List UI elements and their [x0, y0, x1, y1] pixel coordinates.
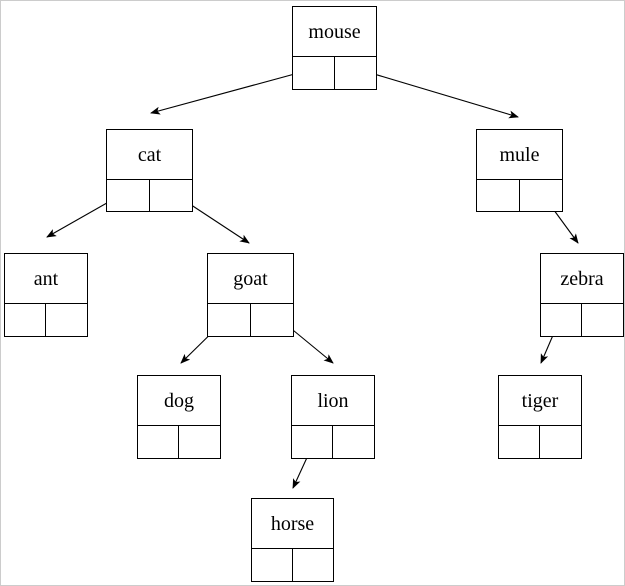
right-pointer-cell-dog[interactable] [179, 426, 220, 458]
edge-mouse-to-cat [150, 68, 314, 115]
node-pointers-dog [138, 426, 220, 458]
left-pointer-cell-tiger[interactable] [499, 426, 540, 458]
left-pointer-cell-mule[interactable] [477, 180, 520, 211]
node-label-cat: cat [107, 130, 192, 180]
node-label-lion: lion [292, 376, 374, 426]
right-pointer-cell-mouse[interactable] [335, 57, 377, 89]
node-pointers-mouse [293, 57, 376, 89]
node-pointers-ant [5, 304, 87, 336]
node-label-goat: goat [208, 254, 293, 304]
right-pointer-cell-ant[interactable] [46, 304, 87, 336]
left-pointer-cell-mouse[interactable] [293, 57, 335, 89]
node-pointers-zebra [541, 304, 623, 336]
right-pointer-cell-goat[interactable] [251, 304, 294, 336]
node-pointers-cat [107, 180, 192, 211]
tree-node-dog[interactable]: dog [137, 375, 221, 459]
tree-node-mouse[interactable]: mouse [292, 6, 377, 90]
tree-node-goat[interactable]: goat [207, 253, 294, 337]
tree-node-ant[interactable]: ant [4, 253, 88, 337]
left-pointer-cell-zebra[interactable] [541, 304, 582, 336]
node-pointers-lion [292, 426, 374, 458]
right-pointer-cell-tiger[interactable] [540, 426, 581, 458]
left-pointer-cell-cat[interactable] [107, 180, 150, 211]
left-pointer-cell-horse[interactable] [252, 549, 293, 581]
left-pointer-cell-dog[interactable] [138, 426, 179, 458]
node-label-mouse: mouse [293, 7, 376, 57]
node-label-tiger: tiger [499, 376, 581, 426]
node-pointers-mule [477, 180, 562, 211]
edge-mouse-to-mule [353, 67, 519, 119]
node-label-mule: mule [477, 130, 562, 180]
right-pointer-cell-horse[interactable] [293, 549, 334, 581]
right-pointer-cell-mule[interactable] [520, 180, 563, 211]
left-pointer-cell-lion[interactable] [292, 426, 333, 458]
node-label-dog: dog [138, 376, 220, 426]
tree-node-zebra[interactable]: zebra [540, 253, 624, 337]
tree-node-horse[interactable]: horse [251, 498, 334, 582]
tree-node-mule[interactable]: mule [476, 129, 563, 212]
node-pointers-goat [208, 304, 293, 336]
left-pointer-cell-goat[interactable] [208, 304, 251, 336]
node-label-horse: horse [252, 499, 333, 549]
tree-node-lion[interactable]: lion [291, 375, 375, 459]
node-label-zebra: zebra [541, 254, 623, 304]
right-pointer-cell-cat[interactable] [150, 180, 193, 211]
right-pointer-cell-zebra[interactable] [582, 304, 623, 336]
tree-node-tiger[interactable]: tiger [498, 375, 582, 459]
right-pointer-cell-lion[interactable] [333, 426, 374, 458]
node-pointers-horse [252, 549, 333, 581]
node-pointers-tiger [499, 426, 581, 458]
tree-node-cat[interactable]: cat [106, 129, 193, 212]
node-label-ant: ant [5, 254, 87, 304]
left-pointer-cell-ant[interactable] [5, 304, 46, 336]
